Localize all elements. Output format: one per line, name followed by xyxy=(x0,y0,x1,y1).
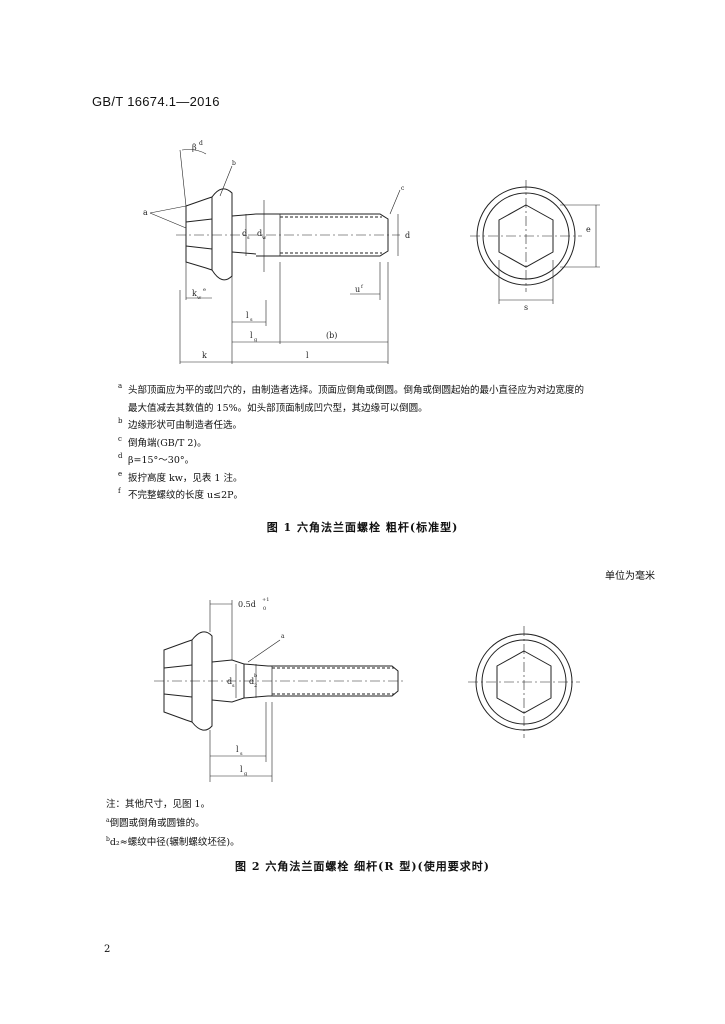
fig2-label-d2: d xyxy=(249,677,254,686)
fig1-flange xyxy=(211,188,233,281)
fig1-label-a: a xyxy=(143,208,148,217)
note-e: e 扳拧高度 kw，见表 1 注。 xyxy=(118,469,243,484)
fig1-label-kw-sup: e xyxy=(203,287,206,293)
fig2-label-d2-sub: 2 xyxy=(254,683,257,689)
fig2-label-a: a xyxy=(281,633,285,640)
note-d: d β=15°～30°。 xyxy=(118,452,195,466)
fig1-label-ls-sub: s xyxy=(250,317,253,323)
fig1-label-ds-sub: s xyxy=(247,235,250,241)
fig2-note-0: 注：其他尺寸，见图 1。 xyxy=(106,799,211,810)
fig1-label-e: s xyxy=(524,303,528,312)
fig1-label-beta-sup: d xyxy=(199,140,203,147)
figure1-drawing: β d a b c d s d w d k w e u f l s l g (b… xyxy=(143,140,600,364)
fig1-label-ds: d xyxy=(242,229,247,238)
figure2-caption: 图 2 六角法兰面螺栓 细杆(R 型)(使用要求时) xyxy=(235,860,490,873)
fig2-end-view xyxy=(468,626,580,738)
note-f: f 不完整螺纹的长度 u≤2P。 xyxy=(118,487,244,501)
unit-note: 单位为毫米 xyxy=(605,571,655,582)
figure1-notes: a 头部顶面应为平的或凹穴的，由制造者选择。顶面应倒角或倒圆。倒角或倒圆起始的最… xyxy=(118,382,678,505)
fig1-label-u: u xyxy=(355,285,360,294)
fig2-label-ds-sub: s xyxy=(232,683,235,689)
fig2-label-ls: l xyxy=(236,745,239,754)
fig2-label-lg: l xyxy=(240,765,243,774)
note-b: b 边缘形状可由制造者任选。 xyxy=(118,417,243,431)
note-a: a 头部顶面应为平的或凹穴的，由制造者选择。顶面应倒角或倒圆。倒角或倒圆起始的最… xyxy=(118,382,585,414)
fig1-label-ls: l xyxy=(246,311,249,320)
fig1-label-l: l xyxy=(306,351,309,360)
fig1-label-c: c xyxy=(401,185,405,192)
fig2-label-lg-sub: g xyxy=(244,771,248,777)
fig1-label-dw-sub: w xyxy=(262,235,267,241)
fig1-label-kw: k xyxy=(192,289,197,298)
fig2-label-d2-sup: b xyxy=(254,673,257,679)
fig2-label-half-d-sup: +1 xyxy=(262,597,269,603)
fig1-label-u-sup: f xyxy=(361,284,364,290)
fig2-label-ds: d xyxy=(227,677,232,686)
figure2-notes: 注：其他尺寸，见图 1。 a倒圆或倒角或圆锥的。 bd₂≈螺纹中径(辗制螺纹坯径… xyxy=(106,797,240,851)
fig1-label-lg-sub: g xyxy=(254,337,258,343)
note-c: c 倒角端(GB/T 2)。 xyxy=(118,434,207,449)
fig1-label-b-dim: (b) xyxy=(326,331,337,340)
fig1-label-kw-sub: w xyxy=(197,295,202,301)
figure2-drawing: 0.5d +1 0 a d s d 2 b l s l g xyxy=(154,597,580,782)
fig1-end-view xyxy=(470,180,600,304)
fig1-label-b: b xyxy=(232,160,236,167)
fig2-note-1: a倒圆或倒角或圆锥的。 xyxy=(106,817,205,830)
fig2-note-2: bd₂≈螺纹中径(辗制螺纹坯径)。 xyxy=(106,836,240,849)
fig1-label-d: d xyxy=(405,231,410,240)
fig2-label-ls-sub: s xyxy=(240,751,243,757)
figure1-caption: 图 1 六角法兰面螺栓 粗杆(标准型) xyxy=(266,521,459,534)
standard-number-header: GB/T 16674.1—2016 xyxy=(92,94,220,109)
fig1-label-k: k xyxy=(202,351,207,360)
fig1-label-e2: e xyxy=(586,225,591,234)
fig1-label-lg: l xyxy=(250,331,253,340)
fig1-bolt-head xyxy=(185,196,213,271)
fig1-label-dw: d xyxy=(257,229,262,238)
page-number: 2 xyxy=(104,944,111,955)
fig2-label-half-d: 0.5d xyxy=(238,600,256,609)
fig1-label-beta: β xyxy=(192,143,197,152)
fig2-label-half-d-sub: 0 xyxy=(263,606,266,612)
